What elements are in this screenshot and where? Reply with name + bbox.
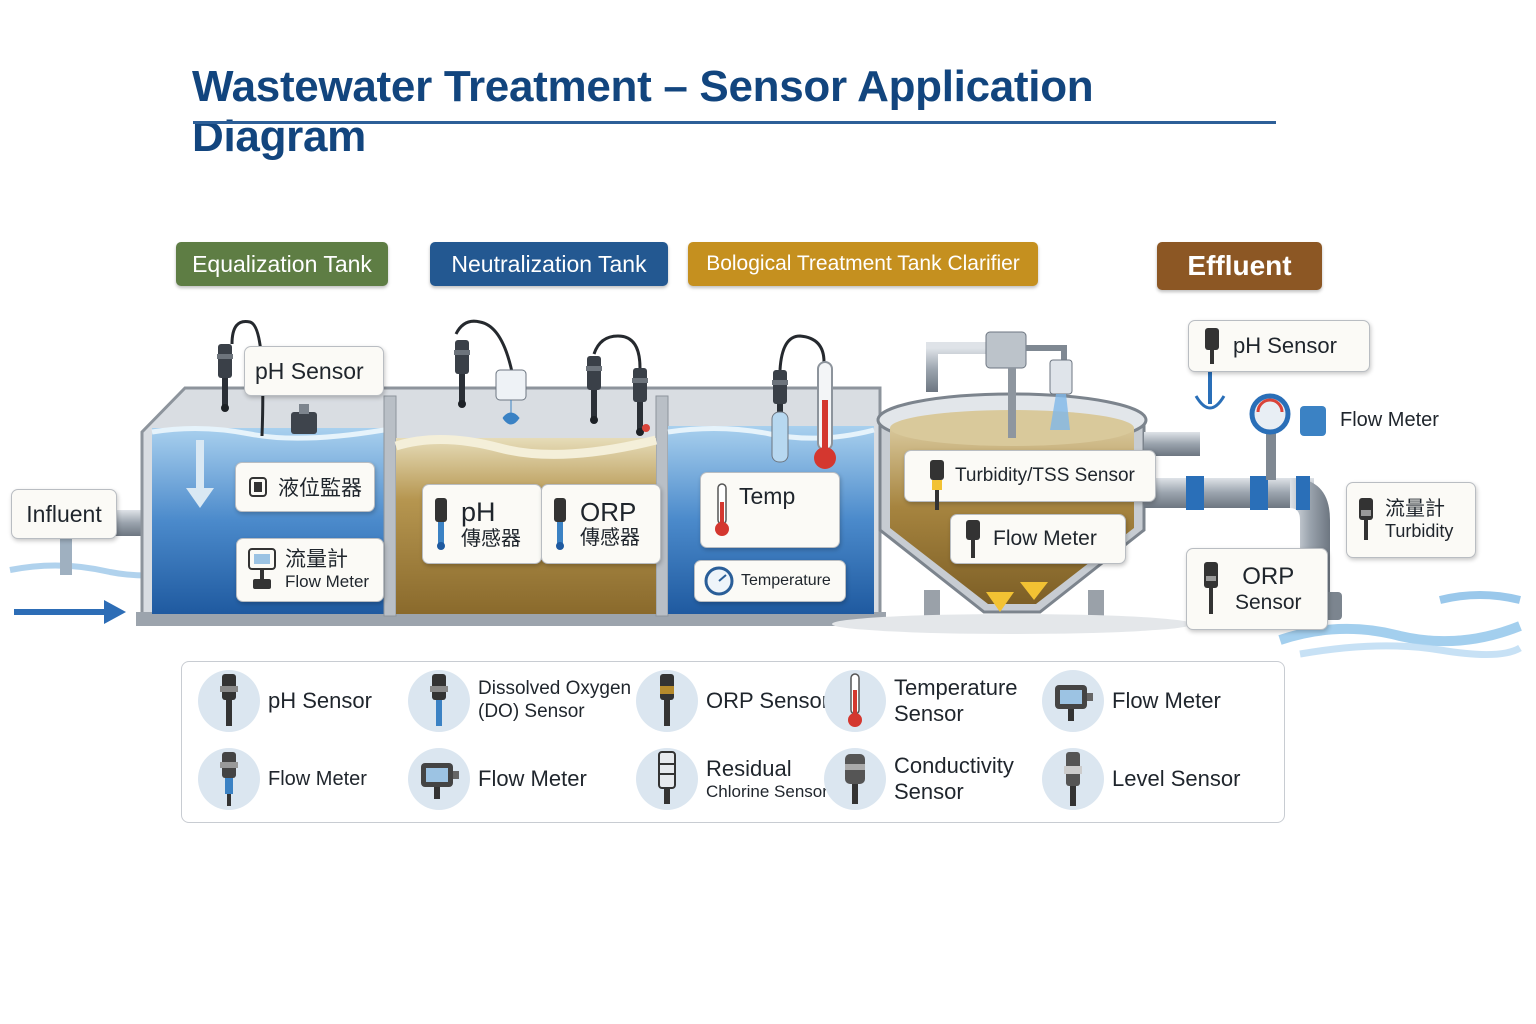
flow-meter-display-icon <box>248 548 276 589</box>
legend-label: Level Sensor <box>1112 765 1241 791</box>
neu-ph-label-1: pH <box>461 496 496 527</box>
ph-probe-icon <box>220 674 238 726</box>
stage-label-effluent: Effluent <box>1157 242 1322 290</box>
clar-turbidity-label: Turbidity/TSS Sensor <box>955 465 1135 486</box>
legend-item-flow-meter-1: Flow Meter <box>1042 670 1221 732</box>
legend-label: Flow Meter <box>478 765 587 791</box>
neu-orp-label-2: 傳感器 <box>580 527 640 550</box>
callout-eff-flow-meter: Flow Meter <box>1296 397 1482 443</box>
orp-probe-icon <box>1204 562 1218 614</box>
neu-orp-label-1: ORP <box>580 496 637 527</box>
flow-probe-icon <box>966 520 980 558</box>
chlorine-probe-icon <box>658 751 676 804</box>
callout-eff-ph-sensor: pH Sensor <box>1188 320 1370 372</box>
eq-ph-label: pH Sensor <box>255 357 364 384</box>
callout-eff-turbidity: 流量計 Turbidity <box>1346 482 1476 558</box>
orp-probe-icon <box>554 498 566 550</box>
legend-item-ph-sensor: pH Sensor <box>198 670 372 732</box>
eff-turb-cn-label: 流量計 <box>1385 498 1445 521</box>
turbidity-probe-icon <box>1359 498 1373 540</box>
level-sensor-icon <box>249 477 267 497</box>
legend-item-do-sensor: Dissolved Oxygen(DO) Sensor <box>408 670 631 732</box>
clar-flow-label: Flow Meter <box>993 527 1097 550</box>
eff-orp-label-1: ORP <box>1242 563 1295 591</box>
influent-label: Influent <box>11 489 117 539</box>
legend-label: Dissolved Oxygen <box>478 678 632 700</box>
conductivity-probe-icon <box>845 754 865 804</box>
page-title: Wastewater Treatment – Sensor Applicatio… <box>192 62 1094 161</box>
legend-item-flow-meter-2: Flow Meter <box>198 748 367 810</box>
gauge-icon <box>704 566 734 596</box>
eff-ph-label: pH Sensor <box>1233 333 1337 358</box>
thermometer-icon <box>848 673 862 727</box>
callout-clar-turbidity: Turbidity/TSS Sensor <box>904 450 1156 510</box>
flow-probe-icon <box>220 752 238 806</box>
legend-label: Temperature <box>894 674 1018 700</box>
legend-label: Flow Meter <box>268 768 367 790</box>
callout-clar-flow-meter: Flow Meter <box>950 514 1126 564</box>
eff-flow-label: Flow Meter <box>1340 408 1439 431</box>
stage-label-biological-clarifier: Bological Treatment Tank Clarifier <box>688 242 1038 286</box>
ph-probe-icon <box>435 498 447 550</box>
legend-item-flow-meter-3: Flow Meter <box>408 748 587 810</box>
legend-item-orp-sensor: ORP Sensor <box>636 670 829 732</box>
eq-flow-en-label: Flow Meter <box>285 572 370 592</box>
callout-bio-temperature: Temperature <box>694 560 846 602</box>
stage-label-equalization: Equalization Tank <box>176 242 388 286</box>
orp-probe-icon <box>660 674 674 726</box>
callout-bio-temp: Temp <box>700 472 840 548</box>
ph-probe-icon <box>1205 328 1219 364</box>
legend-label: Conductivity <box>894 752 1014 778</box>
eff-turb-en-label: Turbidity <box>1385 521 1454 542</box>
callout-eff-orp-sensor: ORP Sensor <box>1186 548 1328 630</box>
neu-ph-label-2: 傳感器 <box>461 528 521 551</box>
thermometer-icon <box>715 483 729 536</box>
eq-flow-cn-label: 流量計 <box>285 548 348 572</box>
eff-orp-label-2: Sensor <box>1235 590 1302 614</box>
level-probe-icon <box>1064 752 1082 806</box>
sensor-legend: pH Sensor Dissolved Oxygen(DO) Sensor OR… <box>181 661 1285 823</box>
callout-neu-ph-sensor: pH 傳感器 <box>422 484 542 564</box>
stage-label-neutralization: Neutralization Tank <box>430 242 668 286</box>
callout-neu-orp-sensor: ORP 傳感器 <box>541 484 661 564</box>
eq-level-label: 液位監器 <box>278 477 362 500</box>
legend-label-line2: Sensor <box>894 701 964 726</box>
bio-temp-label: Temp <box>739 483 796 509</box>
legend-label: Residual <box>706 755 792 781</box>
legend-label: Flow Meter <box>1112 687 1221 713</box>
legend-label-line2: Sensor <box>894 779 964 804</box>
legend-item-level-sensor: Level Sensor <box>1042 748 1240 810</box>
title-underline <box>193 121 1276 124</box>
callout-eq-ph-sensor: pH Sensor <box>244 346 384 396</box>
do-probe-icon <box>430 674 448 726</box>
legend-label: pH Sensor <box>268 687 372 713</box>
flow-meter-display-icon <box>1055 685 1093 721</box>
flow-meter-display-icon <box>421 763 459 799</box>
turbidity-probe-icon <box>930 460 944 510</box>
callout-eq-flow-meter: 流量計 Flow Meter <box>236 538 384 602</box>
influent-text: Influent <box>26 500 102 527</box>
legend-label: ORP Sensor <box>706 687 830 713</box>
legend-label-line2: Chlorine Sensor <box>706 782 828 801</box>
callout-eq-level-sensor: 液位監器 <box>235 462 375 512</box>
legend-label-line2: (DO) Sensor <box>478 701 585 722</box>
bio-temperature-label: Temperature <box>741 572 831 589</box>
